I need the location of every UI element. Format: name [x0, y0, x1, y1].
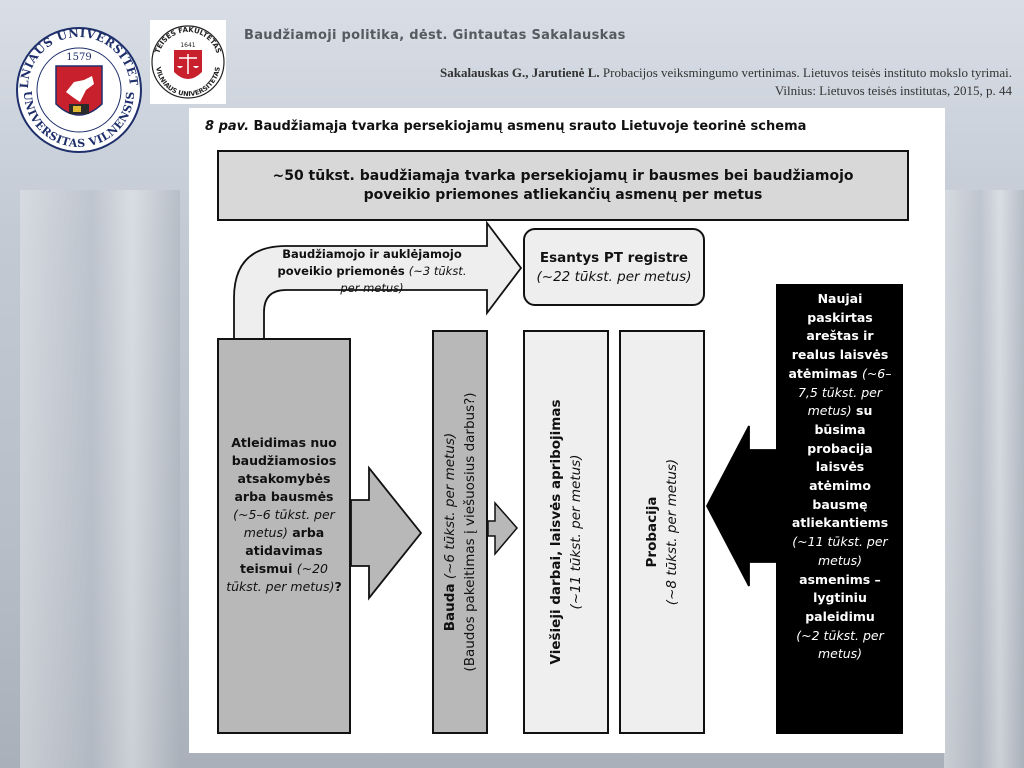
- release-line: arba: [288, 525, 324, 540]
- release-line: (~20: [297, 561, 328, 576]
- imprisonment-line: paleidimu: [780, 608, 900, 627]
- imprisonment-line: laisvės: [780, 458, 900, 477]
- imprisonment-line: atliekantiems: [780, 514, 900, 533]
- imprisonment-line: bausmę: [780, 496, 900, 515]
- fine-label-line2: (Baudos pakeitimas į viešuosius darbus?): [460, 332, 480, 732]
- probation-label-italic: (~8 tūkst. per metus): [664, 459, 680, 605]
- arrow-fine-to-public-work: [488, 503, 517, 554]
- svg-text:1579: 1579: [66, 52, 91, 63]
- imprisonment-line: atėmimo: [780, 477, 900, 496]
- public-work-label-italic: (~11 tūkst. per metus): [568, 455, 584, 610]
- imprisonment-line: metus): [808, 403, 852, 418]
- release-line: teismui: [240, 561, 297, 576]
- public-work-label: Viešieji darbai, laisvės apribojimas (~1…: [546, 332, 586, 732]
- imprisonment-line: lygtiniu: [780, 589, 900, 608]
- imprisonment-line: (~6–: [862, 366, 892, 381]
- fine-label-bold: Bauda: [442, 583, 458, 631]
- svg-text:1641: 1641: [180, 42, 195, 49]
- background-column-left: [20, 190, 180, 768]
- imprisonment-line: asmenims –: [780, 571, 900, 590]
- imprisonment-label: Naujai paskirtas areštas ir realus laisv…: [780, 290, 900, 664]
- citation-authors: Sakalauskas G., Jarutienė L.: [440, 65, 600, 80]
- citation: Sakalauskas G., Jarutienė L. Probacijos …: [372, 64, 1012, 100]
- arrow-release-to-fine: [351, 468, 421, 598]
- imprisonment-line: atėmimas: [788, 366, 861, 381]
- imprisonment-line: (~11 tūkst. per: [792, 534, 887, 549]
- citation-title: Probacijos veiksmingumo vertinimas. Liet…: [600, 65, 1012, 80]
- total-persons-box: ~50 tūkst. baudžiamąja tvarka persekioja…: [217, 150, 909, 221]
- public-work-label-bold: Viešieji darbai, laisvės apribojimas: [548, 400, 564, 665]
- release-line: atsakomybės: [220, 470, 348, 488]
- imprisonment-line: probacija: [780, 440, 900, 459]
- registry-subtitle: (~22 tūkst. per metus): [537, 269, 692, 285]
- imprisonment-line: metus): [818, 646, 862, 661]
- registry-box: Esantys PT registre (~22 tūkst. per metu…: [523, 228, 705, 306]
- probation-label-bold: Probacija: [644, 497, 660, 568]
- fine-label: Bauda (~6 tūkst. per metus) (Baudos pake…: [440, 332, 480, 732]
- registry-title: Esantys PT registre: [540, 250, 688, 266]
- release-line: atidavimas: [220, 542, 348, 560]
- imprisonment-line: realus laisvės: [780, 346, 900, 365]
- citation-publisher: Vilnius: Lietuvos teisės institutas, 201…: [372, 82, 1012, 100]
- release-line: metus): [244, 525, 288, 540]
- release-line: arba bausmės: [220, 488, 348, 506]
- faculty-of-law-logo: TEISĖS FAKULTETAS VILNIAUS UNIVERSITETAS…: [150, 20, 226, 104]
- imprisonment-line: Naujai: [780, 290, 900, 309]
- course-title: Baudžiamoji politika, dėst. Gintautas Sa…: [244, 28, 626, 43]
- background-column-right: [944, 190, 1024, 768]
- imprisonment-line: su: [852, 403, 873, 418]
- release-line: Atleidimas nuo: [220, 434, 348, 452]
- release-line: baudžiamosios: [220, 452, 348, 470]
- fine-label-italic: (~6 tūkst. per metus): [442, 433, 458, 584]
- arrow-prison-to-probation: [707, 426, 776, 586]
- imprisonment-line: būsima: [780, 421, 900, 440]
- probation-label: Probacija (~8 tūkst. per metus): [642, 332, 682, 732]
- curved-arrow-label: Baudžiamojo ir auklėjamojo poveikio prie…: [267, 246, 477, 297]
- imprisonment-line: 7,5 tūkst. per: [798, 385, 882, 400]
- vilnius-university-logo: VILNIAUS UNIVERSITETAS UNIVERSITAS VILNE…: [14, 18, 144, 158]
- imprisonment-line: metus): [818, 553, 862, 568]
- release-label: Atleidimas nuo baudžiamosios atsakomybės…: [220, 434, 348, 596]
- release-line: (~5–6 tūkst. per: [233, 507, 335, 522]
- imprisonment-line: areštas ir: [780, 327, 900, 346]
- figure-panel: 8 pav. Baudžiamąja tvarka persekiojamų a…: [189, 108, 945, 753]
- imprisonment-line: (~2 tūkst. per: [796, 628, 883, 643]
- release-line: tūkst. per metus): [226, 579, 334, 594]
- imprisonment-line: paskirtas: [780, 309, 900, 328]
- release-line: ?: [334, 579, 341, 594]
